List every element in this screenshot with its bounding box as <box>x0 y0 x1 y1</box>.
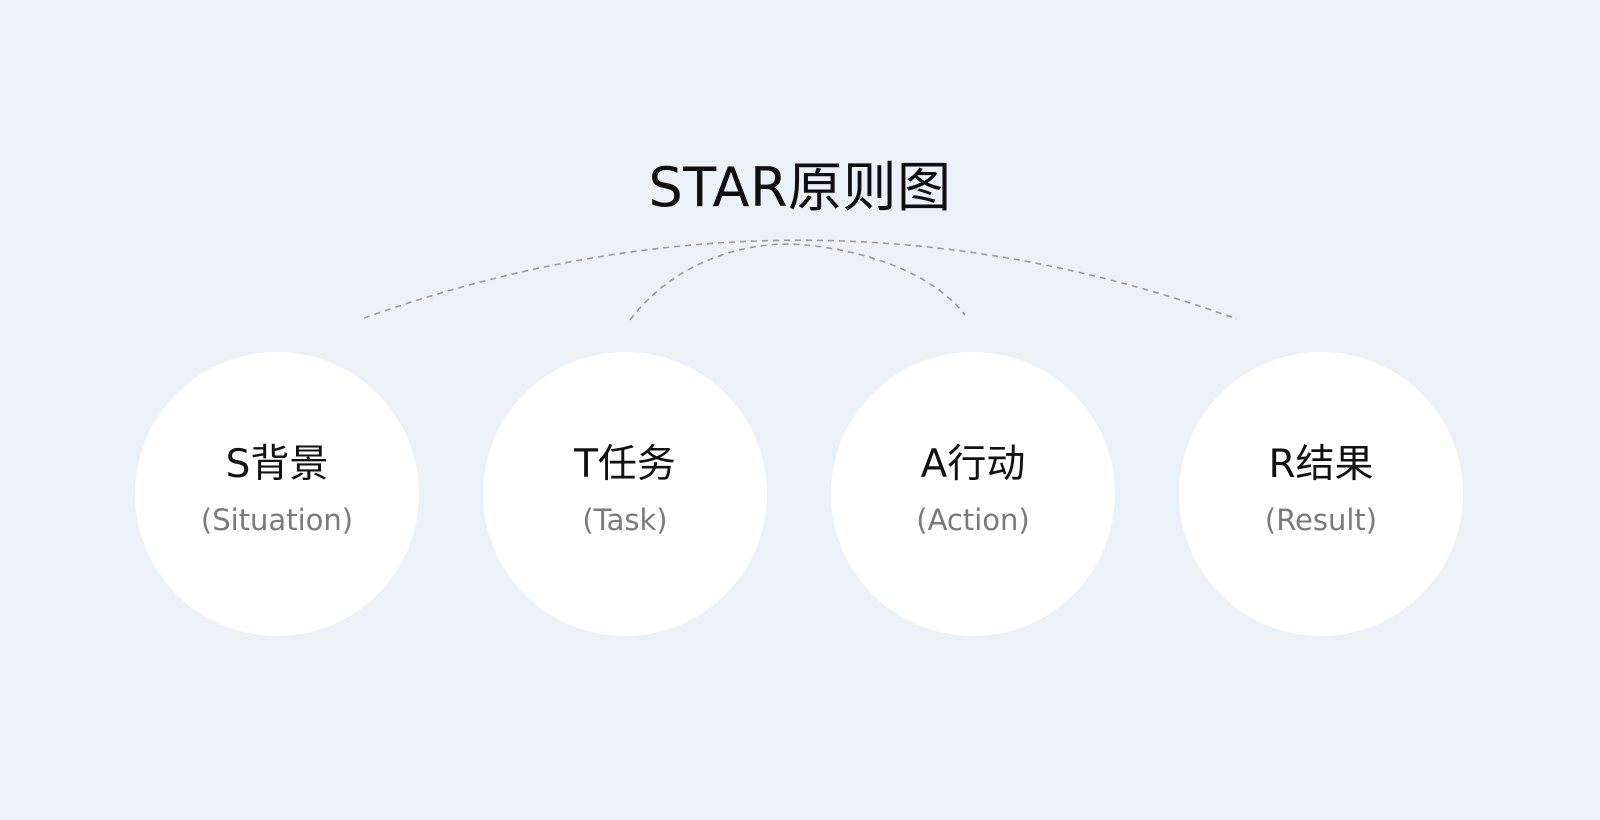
node-situation: S背景 (Situation) <box>135 352 419 636</box>
node-action: A行动 (Action) <box>831 352 1115 636</box>
node-situation-label: S背景 <box>225 442 329 487</box>
node-result-label: R结果 <box>1268 442 1374 487</box>
node-task: T任务 (Task) <box>483 352 767 636</box>
node-result: R结果 (Result) <box>1179 352 1463 636</box>
inner-arc-connector <box>629 243 966 321</box>
node-task-subtitle: (Task) <box>582 503 668 537</box>
diagram-title: STAR原则图 <box>648 156 952 219</box>
node-action-subtitle: (Action) <box>916 503 1030 537</box>
outer-arc-connector <box>363 239 1238 320</box>
node-result-subtitle: (Result) <box>1264 503 1378 537</box>
node-task-label: T任务 <box>574 442 676 487</box>
node-action-label: A行动 <box>920 442 1026 487</box>
node-situation-subtitle: (Situation) <box>200 503 354 537</box>
